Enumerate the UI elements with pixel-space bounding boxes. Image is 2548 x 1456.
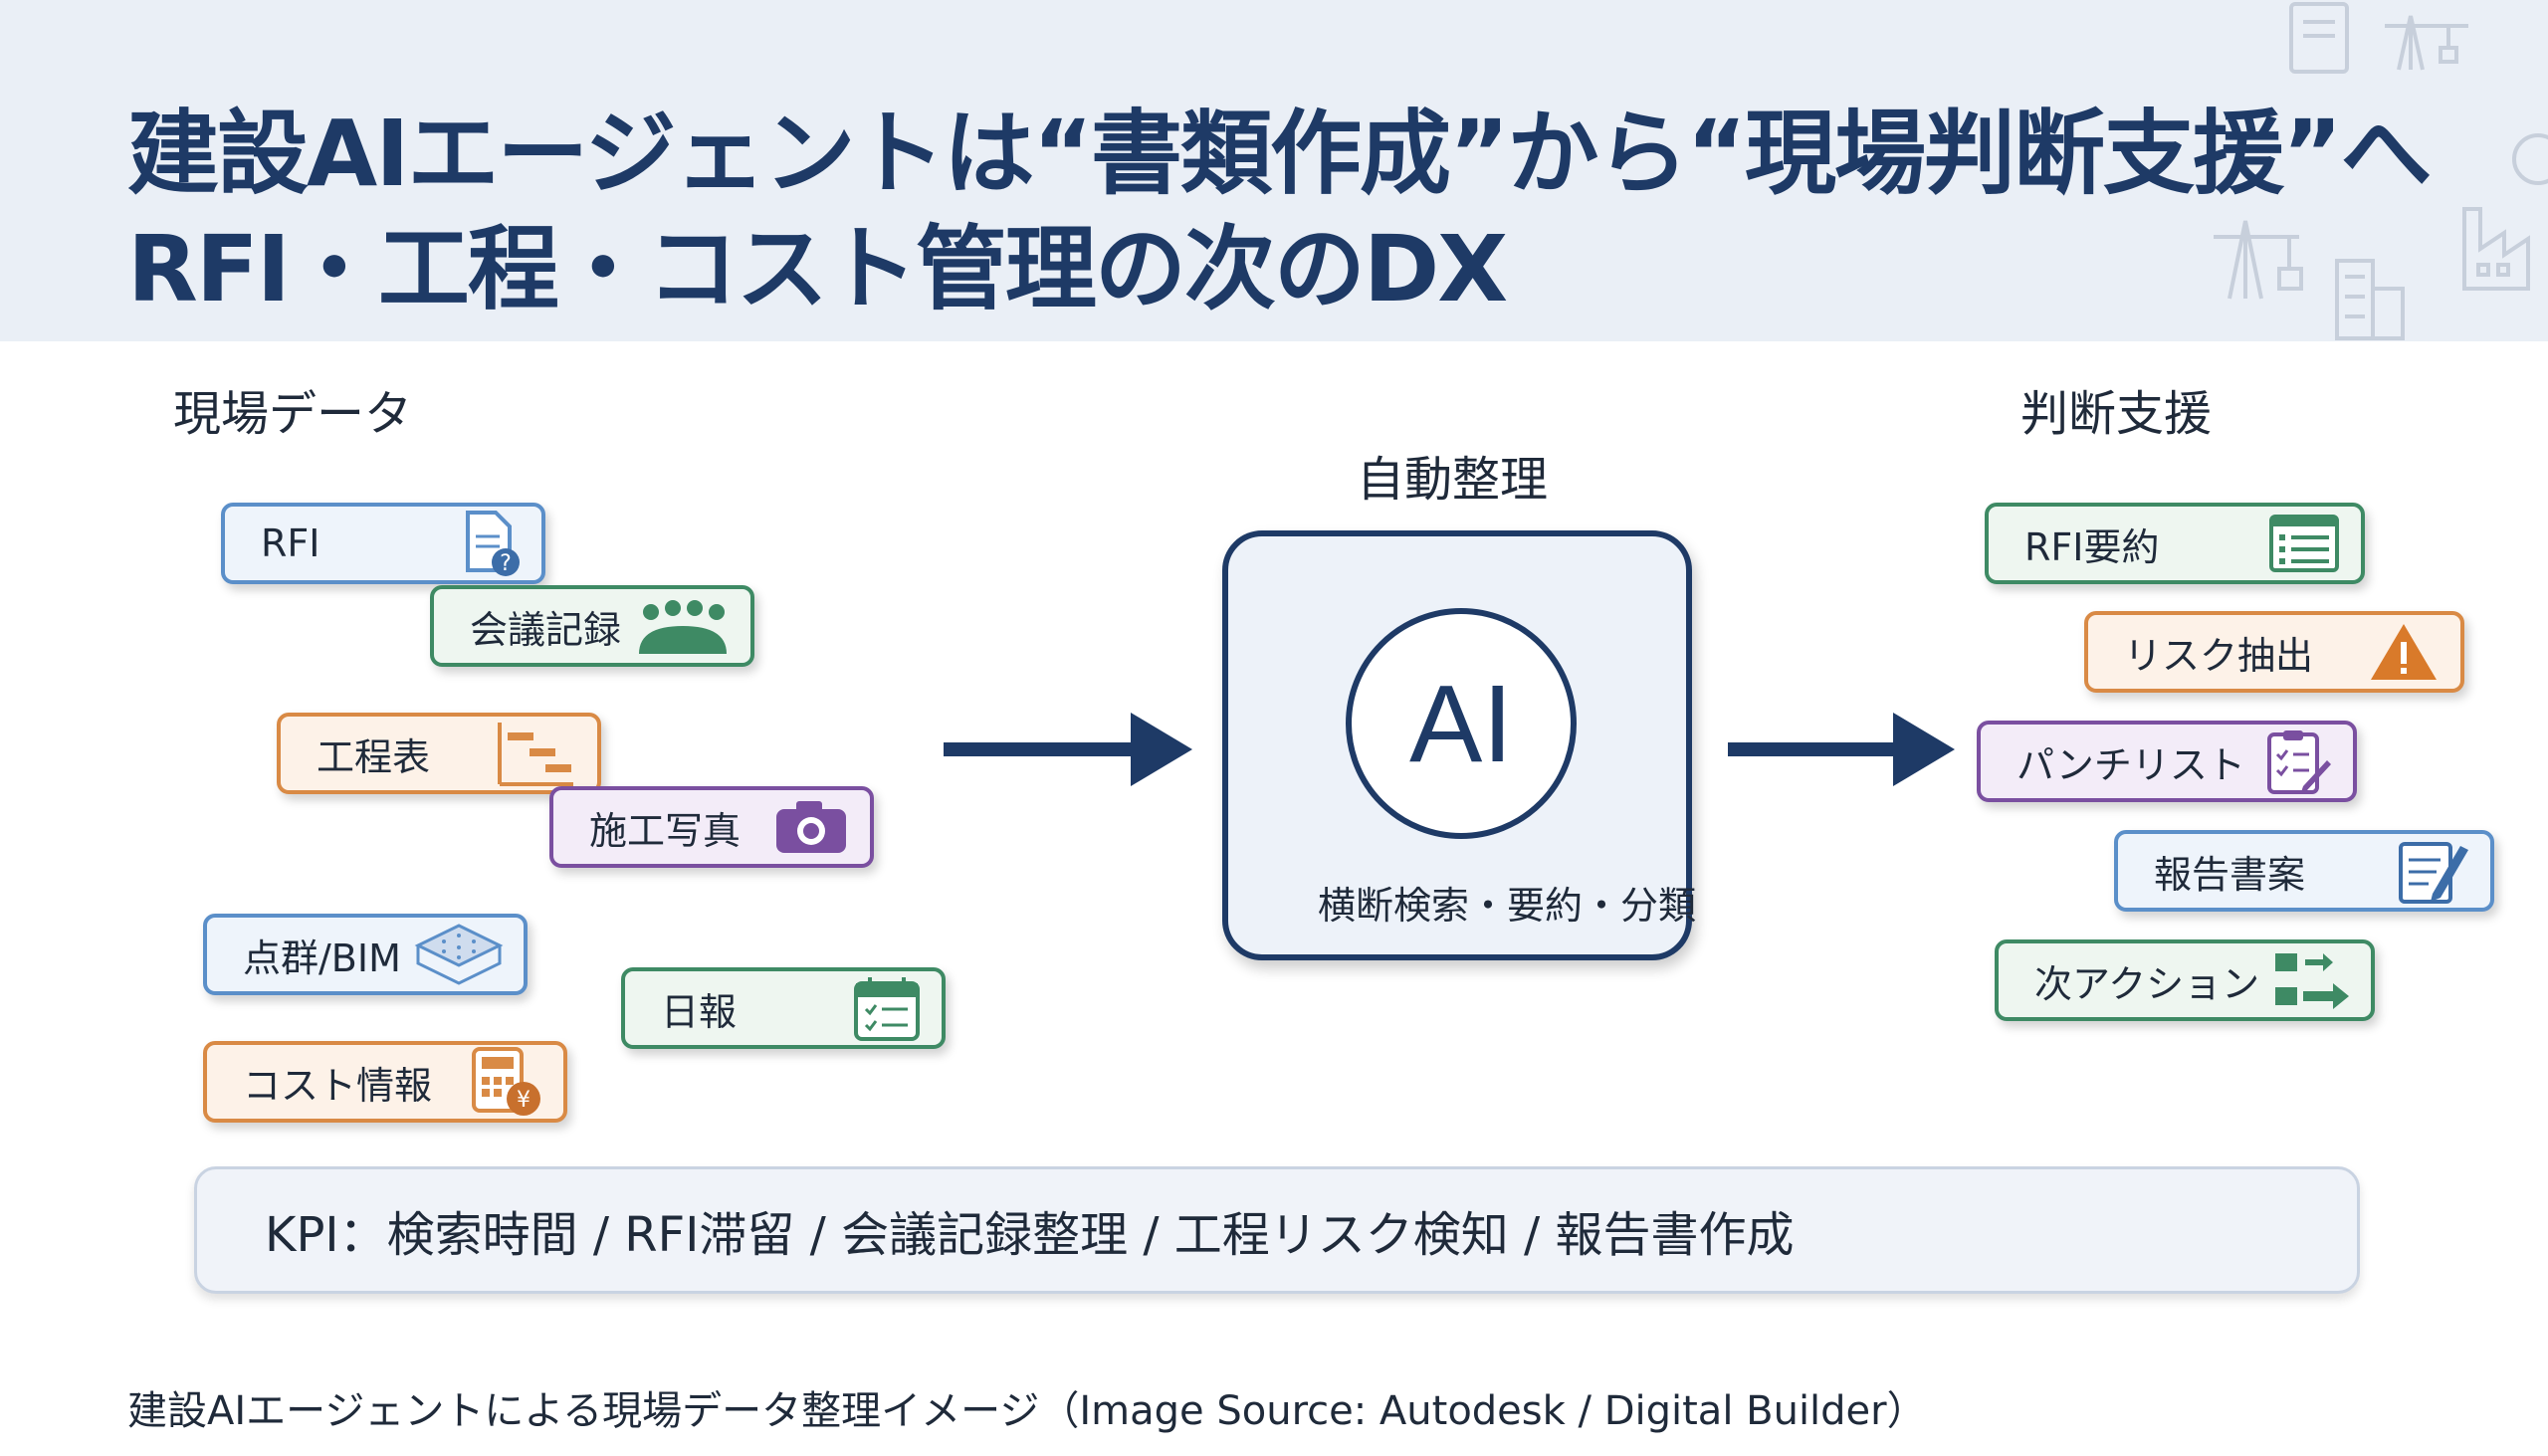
calendar-checklist-icon [854, 977, 920, 1041]
svg-text:¥: ¥ [517, 1088, 531, 1113]
svg-text:?: ? [500, 551, 512, 576]
input-card-schedule: 工程表 [277, 713, 601, 794]
input-card-pointcloud: 点群/BIM [203, 914, 528, 995]
process-section-label: 自動整理 [1357, 452, 1549, 508]
page-title: 建設AIエージェントは“書類作成”から“現場判断支援”へ [127, 101, 2432, 207]
warning-icon [2371, 624, 2437, 680]
output-card-rfi-summary: RFI要約 [1985, 503, 2365, 584]
input-card-meeting: 会議記録 [430, 585, 754, 667]
card-label: 次アクション [2034, 961, 2260, 1006]
meeting-people-icon [639, 600, 727, 654]
input-card-daily-report: 日報 [621, 967, 946, 1049]
input-section-label: 現場データ [173, 386, 413, 442]
report-edit-icon [2399, 842, 2468, 904]
page-subtitle: RFI・工程・コスト管理の次のDX [127, 216, 1508, 322]
gantt-chart-icon [498, 723, 573, 786]
output-card-punch-list: パンチリスト [1977, 721, 2357, 802]
arrow-right-icon [944, 713, 1192, 786]
point-cloud-icon [414, 924, 504, 985]
image-caption: 建設AIエージェントによる現場データ整理イメージ（Image Source: A… [127, 1388, 1927, 1434]
clipboard-checklist-icon [2267, 730, 2331, 794]
output-section-label: 判断支援 [2020, 386, 2213, 442]
card-label: 工程表 [317, 734, 431, 779]
card-label: リスク抽出 [2124, 633, 2314, 678]
construction-decor-icon [2214, 2, 2548, 340]
card-label: 点群/BIM [243, 936, 401, 980]
camera-icon [776, 801, 846, 853]
ai-label: AI [1409, 662, 1513, 785]
ai-processing-box: AI 横断検索・要約・分類 [1222, 530, 1696, 960]
kpi-text: KPI：検索時間 / RFI滞留 / 会議記録整理 / 工程リスク検知 / 報告… [265, 1207, 1795, 1263]
arrow-right-icon [1728, 713, 1955, 786]
title-banner: 建設AIエージェントは“書類作成”から“現場判断支援”へ RFI・工程・コスト管… [0, 0, 2548, 341]
input-card-cost: コスト情報 ¥ [203, 1041, 567, 1123]
output-card-next-action: 次アクション [1995, 939, 2375, 1021]
output-card-report-draft: 報告書案 [2114, 830, 2494, 912]
next-action-icon [2275, 953, 2349, 1009]
ai-circle: AI [1346, 608, 1577, 839]
card-label: 会議記録 [470, 607, 622, 652]
input-card-photos: 施工写真 [549, 786, 874, 868]
card-label: 報告書案 [2154, 852, 2306, 897]
kpi-bar: KPI：検索時間 / RFI滞留 / 会議記録整理 / 工程リスク検知 / 報告… [194, 1166, 2360, 1294]
card-label: 施工写真 [589, 808, 742, 853]
card-label: RFI要約 [2024, 524, 2160, 569]
summary-list-icon [2269, 515, 2339, 572]
document-question-icon: ? [466, 511, 520, 576]
calculator-yen-icon: ¥ [472, 1047, 540, 1116]
output-card-risk: リスク抽出 [2084, 611, 2464, 693]
ai-functions-text: 横断検索・要約・分類 [1318, 884, 1697, 928]
card-label: コスト情報 [243, 1063, 433, 1108]
card-label: パンチリスト [2017, 742, 2245, 787]
card-label: RFI [261, 521, 320, 565]
input-card-rfi: RFI ? [221, 503, 545, 584]
card-label: 日報 [661, 989, 738, 1034]
